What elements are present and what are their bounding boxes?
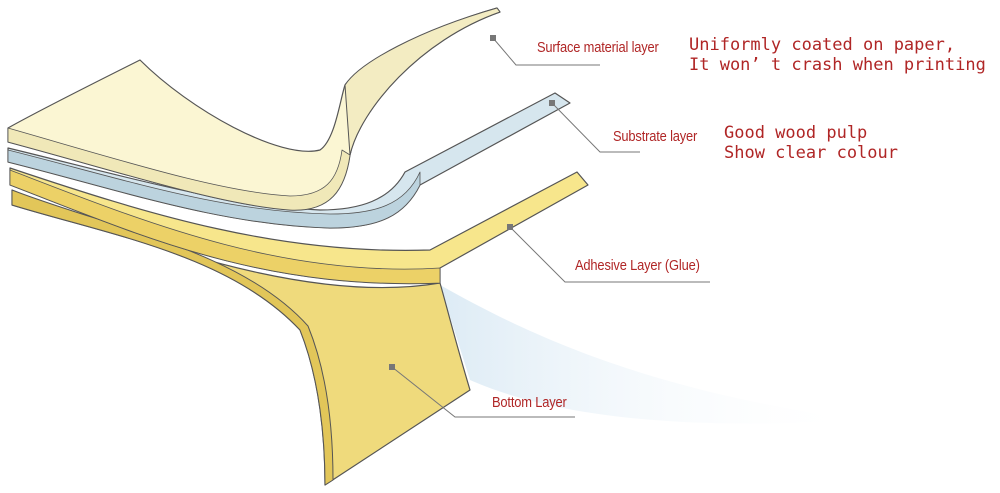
substrate-marker [549, 100, 555, 106]
surface-marker [490, 35, 496, 41]
surface-description-line-1: Uniformly coated on paper, [689, 35, 956, 55]
bottom-layer-label: Bottom Layer [492, 394, 567, 411]
adhesive-layer-edge [9, 169, 441, 284]
substrate-layer-description: Good wood pulp Show clear colour [724, 123, 898, 163]
surface-leader-line [492, 37, 600, 66]
substrate-description-line-2: Show clear colour [724, 143, 898, 163]
leader-markers [389, 35, 555, 370]
surface-layer-label: Surface material layer [537, 39, 659, 56]
bottom-leader-line [391, 366, 575, 418]
substrate-layer-edge [7, 149, 421, 229]
surface-layer-description: Uniformly coated on paper, It won’ t cra… [689, 35, 986, 75]
leader-lines [391, 37, 710, 418]
bottom-layer-edge [11, 189, 334, 486]
surface-layer-curl [344, 7, 501, 156]
substrate-layer-label: Substrate layer [613, 128, 698, 145]
surface-description-line-2: It won’ t crash when printing [689, 55, 986, 75]
substrate-leader-line [551, 102, 640, 153]
adhesive-layer-label: Adhesive Layer (Glue) [575, 257, 700, 274]
bottom-marker [389, 364, 395, 370]
substrate-description-line-1: Good wood pulp [724, 123, 868, 143]
adhesive-marker [507, 224, 513, 230]
backing-wisp [440, 285, 860, 424]
adhesive-leader-line [509, 226, 710, 283]
